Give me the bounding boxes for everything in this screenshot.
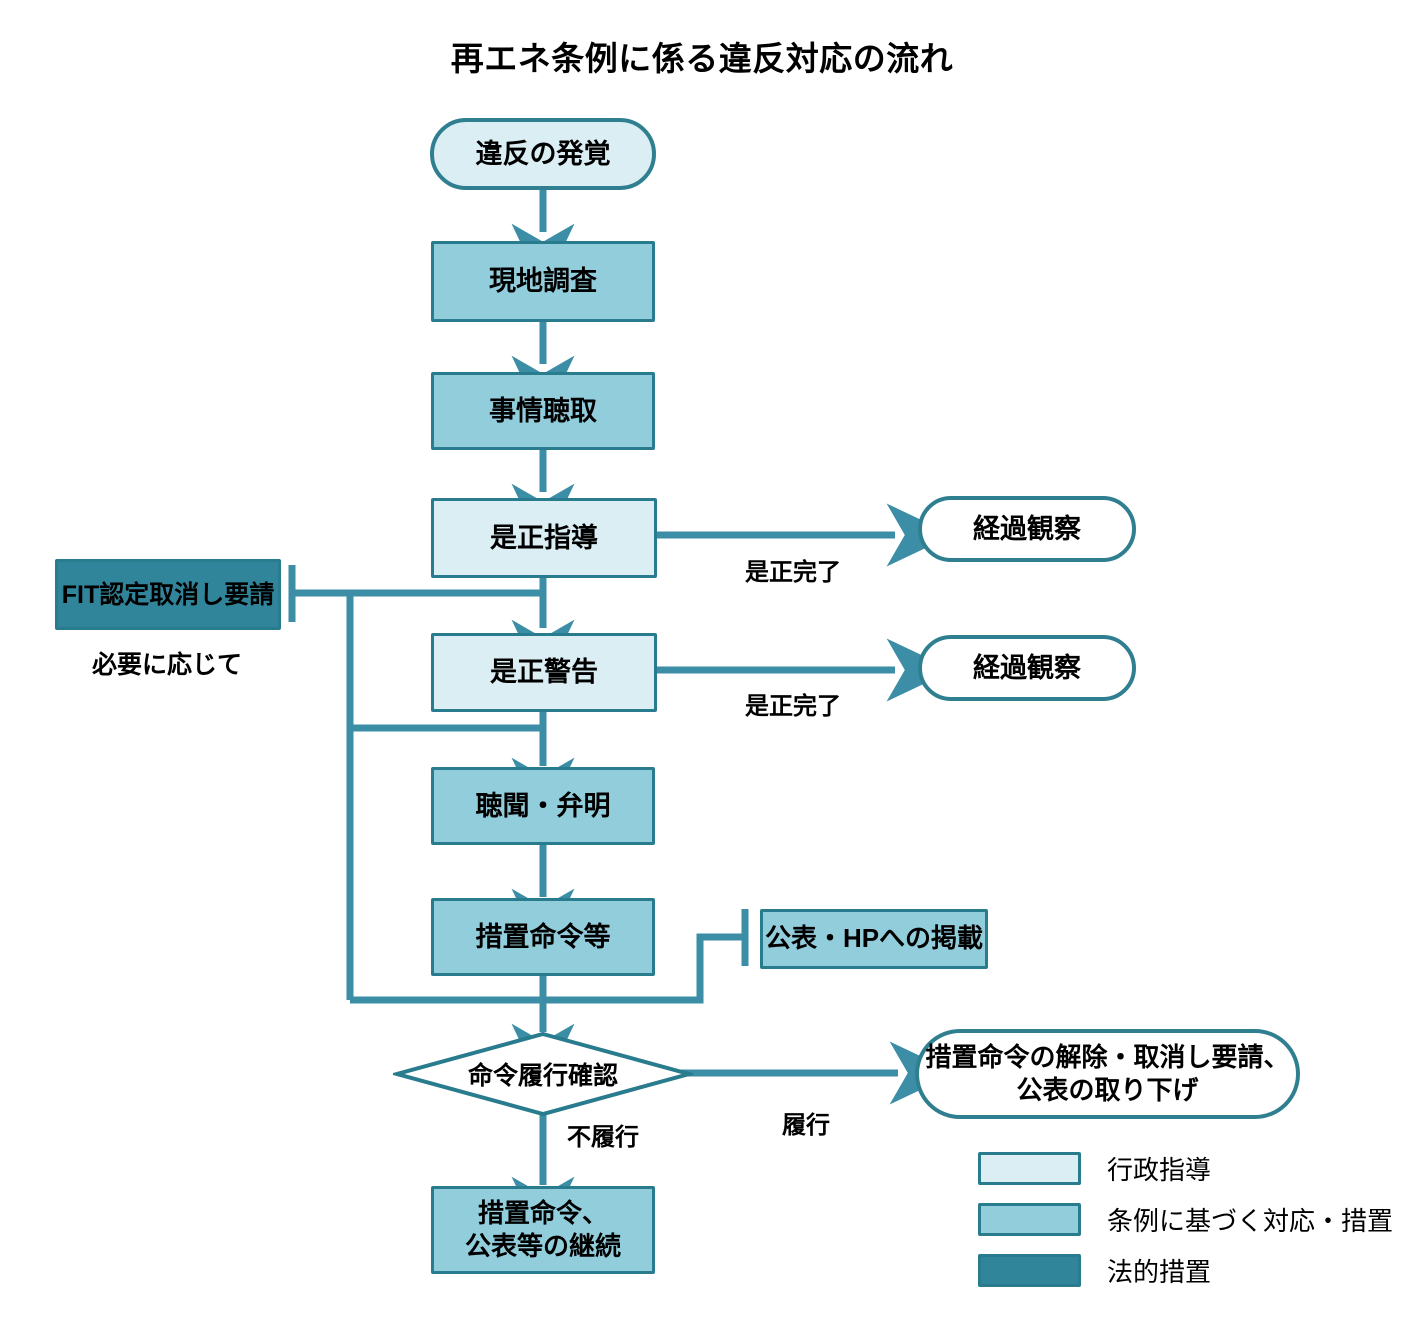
node-site-survey-label: 現地調査 — [489, 266, 597, 297]
node-observation-2[interactable]: 経過観察 — [918, 635, 1136, 701]
legend-item-ordinance-measure: 条例に基づく対応・措置 — [978, 1201, 1393, 1238]
node-correction-guidance-label: 是正指導 — [490, 522, 598, 553]
node-fit-cancellation-request[interactable]: FIT認定取消し要請 — [55, 559, 281, 630]
node-correction-guidance[interactable]: 是正指導 — [431, 498, 657, 578]
edge-label-not-complied: 不履行 — [567, 1124, 639, 1151]
edge-label-correction-complete-1: 是正完了 — [745, 559, 841, 586]
node-fit-cancellation-request-label: FIT認定取消し要請 — [61, 580, 275, 609]
legend-label-administrative-guidance: 行政指導 — [1107, 1155, 1212, 1185]
node-publication-label: 公表・HPへの掲載 — [764, 923, 984, 954]
node-order-release-label-line1: 措置命令の解除・取消し要請、 — [925, 1041, 1290, 1072]
node-observation-1[interactable]: 経過観察 — [918, 496, 1136, 562]
legend-label-legal-measure: 法的措置 — [1107, 1257, 1212, 1287]
node-measure-order-label: 措置命令等 — [475, 921, 611, 952]
node-start[interactable]: 違反の発覚 — [430, 118, 656, 190]
page-title: 再エネ条例に係る違反対応の流れ — [450, 40, 954, 77]
node-statement-hearing-label: 聴聞・弁明 — [475, 790, 611, 821]
node-continue-order-label-line1: 措置命令、 — [477, 1197, 608, 1228]
node-compliance-check[interactable]: 命令履行確認 — [393, 1031, 693, 1117]
legend-label-ordinance-measure: 条例に基づく対応・措置 — [1107, 1206, 1394, 1236]
node-observation-2-label: 経過観察 — [973, 652, 1081, 683]
node-observation-1-label: 経過観察 — [973, 513, 1081, 544]
legend-item-administrative-guidance: 行政指導 — [978, 1150, 1211, 1187]
edge-label-complied: 履行 — [782, 1112, 830, 1139]
node-site-survey[interactable]: 現地調査 — [431, 241, 655, 322]
node-correction-warning-label: 是正警告 — [490, 657, 598, 688]
legend-swatch-ordinance-measure — [978, 1203, 1081, 1236]
node-statement-hearing[interactable]: 聴聞・弁明 — [431, 767, 655, 845]
node-start-label: 違反の発覚 — [475, 138, 611, 169]
node-order-release-label-line2: 公表の取り下げ — [1016, 1075, 1199, 1105]
node-publication[interactable]: 公表・HPへの掲載 — [760, 909, 988, 969]
node-continue-order[interactable]: 措置命令、 公表等の継続 — [431, 1186, 655, 1274]
node-measure-order[interactable]: 措置命令等 — [431, 898, 655, 976]
node-compliance-check-label: 命令履行確認 — [467, 1062, 618, 1090]
legend-swatch-legal-measure — [978, 1254, 1081, 1287]
node-hearing-label: 事情聴取 — [489, 395, 597, 426]
legend-item-legal-measure: 法的措置 — [978, 1252, 1211, 1289]
node-hearing[interactable]: 事情聴取 — [431, 372, 655, 450]
legend-swatch-administrative-guidance — [978, 1152, 1081, 1185]
label-as-needed: 必要に応じて — [92, 651, 243, 679]
node-continue-order-label-line2: 公表等の継続 — [464, 1231, 621, 1261]
edge-label-correction-complete-2: 是正完了 — [745, 693, 841, 720]
node-correction-warning[interactable]: 是正警告 — [431, 633, 657, 712]
node-order-release[interactable]: 措置命令の解除・取消し要請、 公表の取り下げ — [915, 1029, 1300, 1119]
